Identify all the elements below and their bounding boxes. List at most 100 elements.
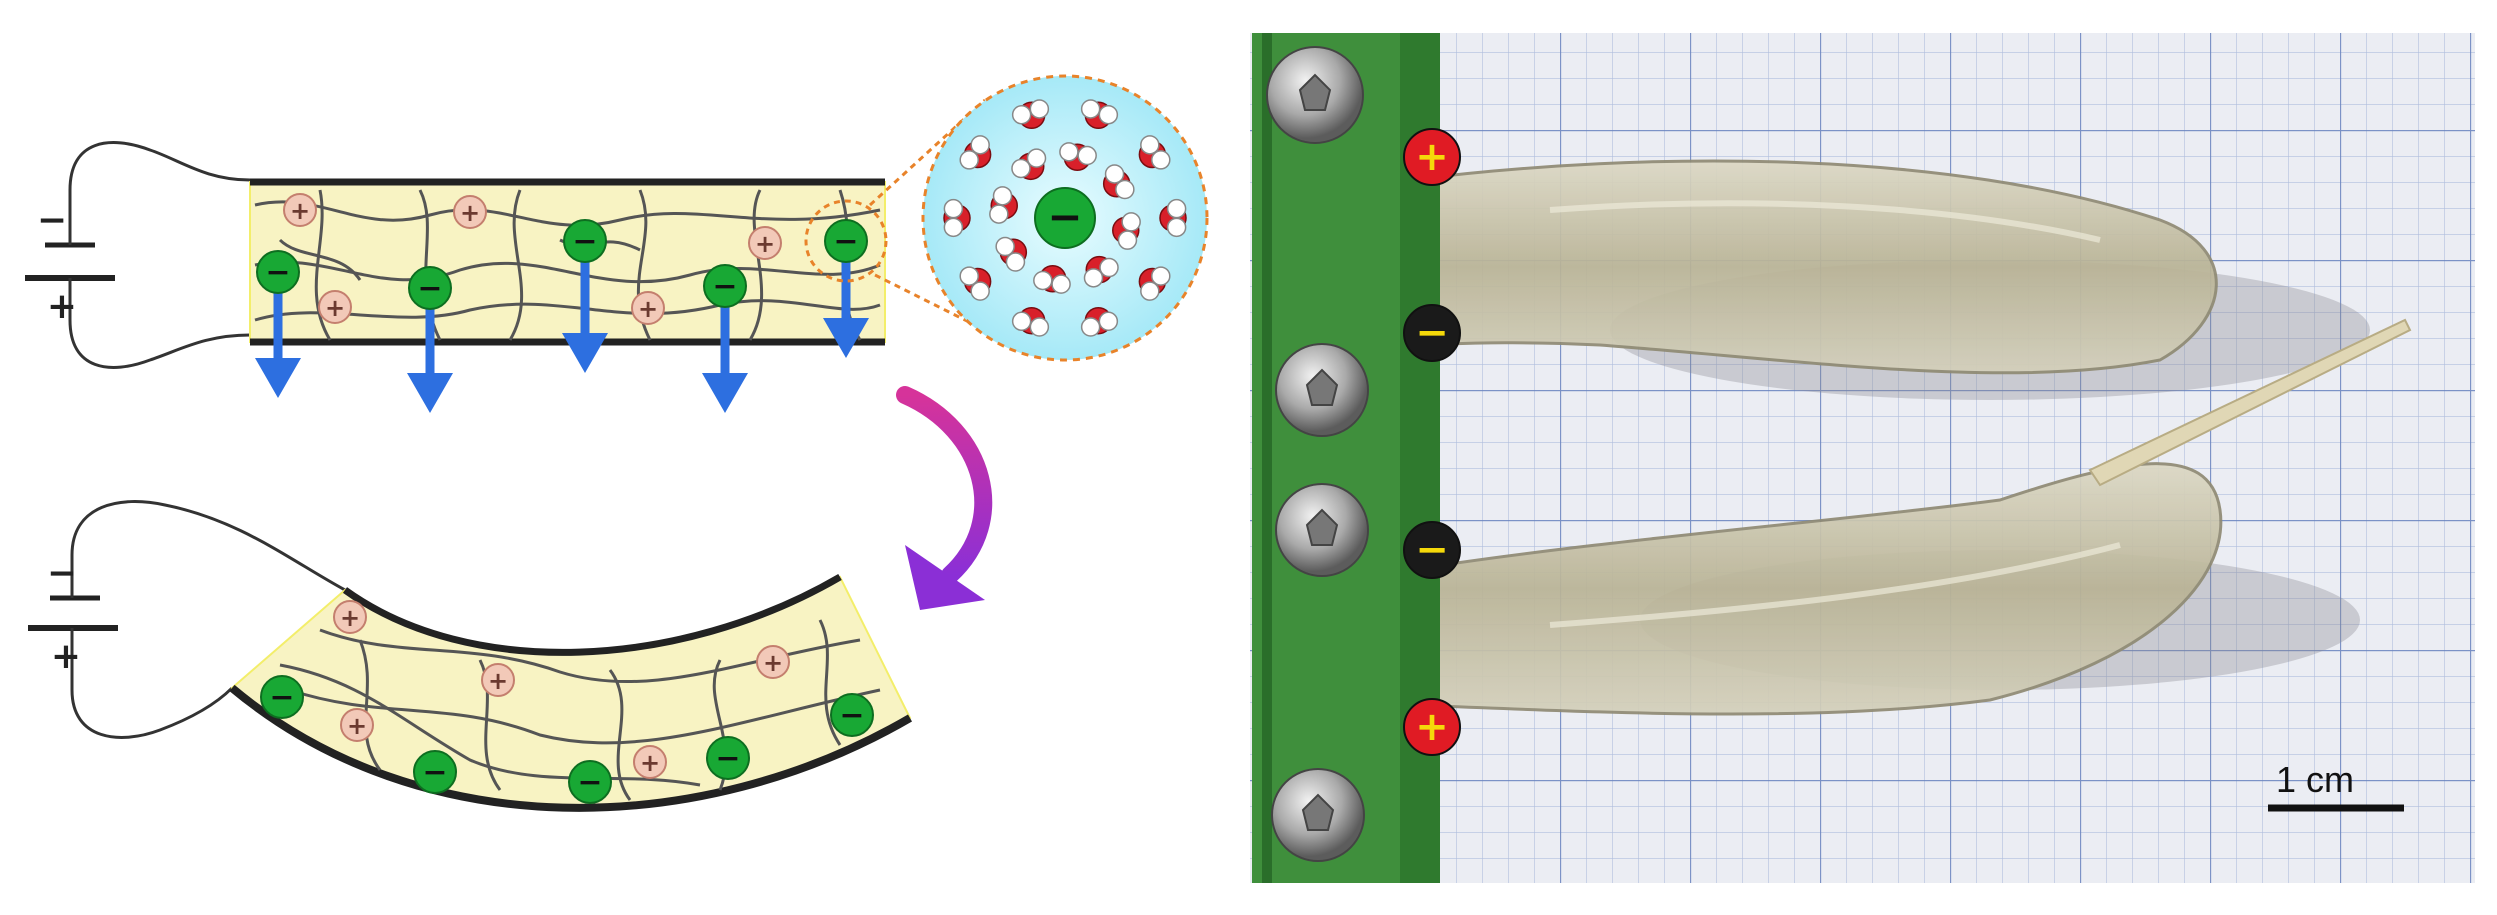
- water-molecules: [943, 99, 1187, 337]
- fixed-cation: +: [631, 291, 665, 325]
- svg-text:−: −: [1415, 310, 1449, 356]
- mobile-anion: −: [413, 750, 457, 794]
- svg-text:+: +: [460, 199, 480, 227]
- anion-migration-arrows: [255, 260, 869, 413]
- photo-panel: + − − + 1 cm: [1250, 33, 2475, 883]
- svg-text:−: −: [715, 741, 740, 776]
- water-molecule: [1080, 99, 1119, 130]
- water-molecule: [1159, 198, 1187, 238]
- svg-text:+: +: [755, 230, 775, 258]
- mobile-anion: −: [703, 264, 747, 308]
- battery-bottom: − +: [28, 553, 118, 677]
- fixed-positive-charges-top: + + + + +: [283, 193, 782, 325]
- bent-actuator: − + + + + + + − − − − −: [28, 500, 913, 812]
- screw: [1275, 343, 1369, 437]
- solvated-anion-zoom: −: [921, 74, 1209, 362]
- fixed-cation: +: [283, 193, 317, 227]
- water-molecule: [1102, 164, 1135, 200]
- circuit-wire-top: [68, 141, 251, 369]
- electrode-markers: + − − +: [1403, 128, 1461, 756]
- mobile-anions-top: − − − − −: [256, 219, 868, 310]
- circuit-wire-bottom: [70, 500, 346, 739]
- water-molecule: [1011, 99, 1050, 130]
- water-molecule: [1059, 142, 1097, 171]
- scale-bar: 1 cm: [2268, 759, 2404, 812]
- water-molecule: [1011, 306, 1050, 337]
- hydrogel-finger-upper: [1408, 159, 2218, 375]
- svg-text:+: +: [347, 712, 367, 740]
- fixed-cation: +: [481, 663, 515, 697]
- water-molecule: [1138, 266, 1171, 301]
- fixed-cation: +: [633, 745, 667, 779]
- electrode-marker-3: −: [1403, 521, 1461, 579]
- straight-actuator: − + + + + + +: [25, 74, 1209, 413]
- electrode-marker-1: +: [1403, 128, 1461, 186]
- svg-text:+: +: [340, 604, 360, 632]
- water-molecule: [1138, 135, 1171, 170]
- battery-minus-sign: −: [47, 553, 77, 594]
- water-molecule: [943, 198, 971, 238]
- battery-minus-sign: −: [37, 200, 67, 241]
- mobile-anion: −: [568, 760, 612, 804]
- electrode-marker-4: +: [1403, 698, 1461, 756]
- battery-plus-sign: +: [51, 636, 81, 677]
- fixed-cation: +: [453, 195, 487, 229]
- fixed-cation: +: [748, 226, 782, 260]
- water-molecule: [1011, 148, 1047, 181]
- mobile-anion: −: [260, 675, 304, 719]
- fixed-cation: +: [340, 708, 374, 742]
- hydrogel-finger-lower: [1408, 462, 2223, 716]
- bending-arrow: [896, 386, 993, 610]
- svg-text:+: +: [290, 197, 310, 225]
- water-molecule: [1112, 212, 1141, 250]
- svg-text:−: −: [269, 680, 294, 715]
- svg-text:−: −: [577, 765, 602, 800]
- svg-text:−: −: [417, 271, 442, 306]
- polymer-network-bottom: [279, 619, 881, 801]
- screw: [1271, 768, 1365, 862]
- svg-text:−: −: [712, 269, 737, 304]
- svg-text:+: +: [325, 294, 345, 322]
- svg-text:−: −: [1415, 527, 1449, 573]
- svg-text:+: +: [638, 295, 658, 323]
- battery-plus-sign: +: [47, 286, 77, 327]
- svg-text:−: −: [265, 255, 290, 290]
- mobile-anion: −: [706, 736, 750, 780]
- mobile-anion: −: [830, 693, 874, 737]
- polymer-network-top: [254, 189, 881, 341]
- central-anion: [1034, 187, 1096, 249]
- svg-text:+: +: [1415, 704, 1449, 750]
- screw: [1266, 46, 1364, 144]
- water-molecule: [959, 135, 992, 170]
- water-molecule: [1033, 265, 1071, 294]
- mobile-anion: −: [824, 219, 868, 263]
- green-frame: [1252, 33, 1420, 883]
- water-molecule: [959, 266, 992, 301]
- water-molecule: [989, 186, 1018, 224]
- mobile-anions-bottom: − − − − −: [260, 675, 874, 804]
- fixed-cation: +: [756, 645, 790, 679]
- mobile-anion: −: [256, 250, 300, 294]
- water-molecule: [1083, 255, 1119, 288]
- svg-text:−: −: [572, 224, 597, 259]
- fixed-cation: +: [318, 290, 352, 324]
- grasped-object: [2088, 318, 2412, 487]
- scale-bar-label: 1 cm: [2276, 759, 2354, 800]
- svg-text:−: −: [422, 755, 447, 790]
- svg-text:−: −: [839, 698, 864, 733]
- mobile-anion: −: [563, 219, 607, 263]
- water-molecule: [1080, 306, 1119, 337]
- svg-text:+: +: [488, 667, 508, 695]
- electrode-marker-2: −: [1403, 304, 1461, 362]
- battery-top: − +: [25, 200, 115, 327]
- fixed-positive-charges-bottom: + + + + +: [333, 600, 790, 779]
- screws: [1266, 46, 1369, 862]
- svg-text:+: +: [640, 749, 660, 777]
- svg-text:−: −: [833, 224, 858, 259]
- mobile-anion: −: [408, 266, 452, 310]
- svg-text:+: +: [1415, 134, 1449, 180]
- central-anion-sign: −: [1047, 192, 1082, 241]
- screw: [1275, 483, 1369, 577]
- water-molecule: [995, 236, 1028, 272]
